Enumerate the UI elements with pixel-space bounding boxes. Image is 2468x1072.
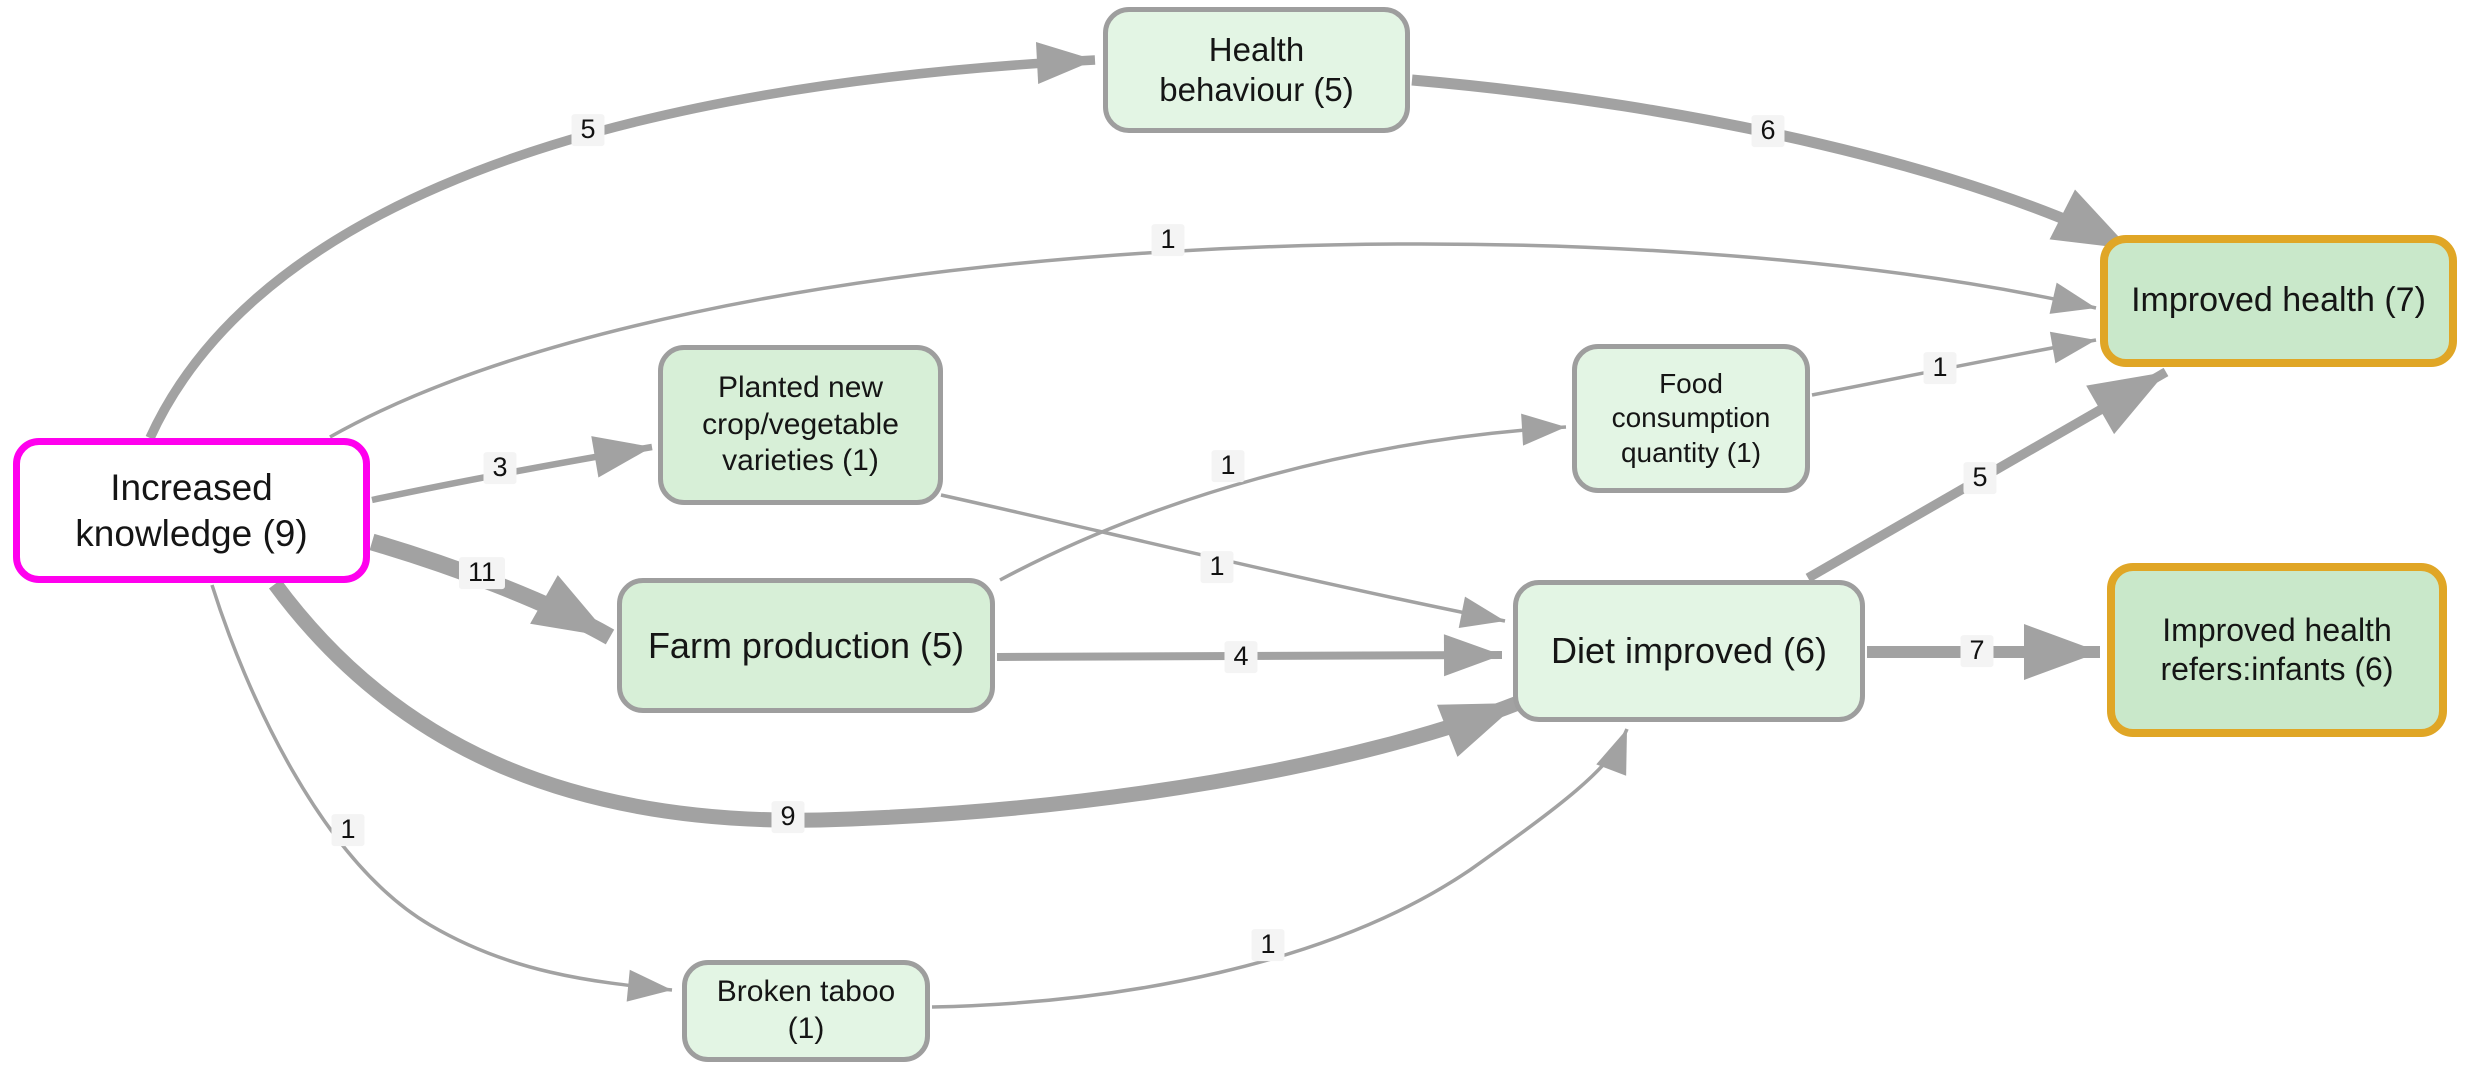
edge-weight-farm-production-diet-improved[interactable]: 4 xyxy=(1224,641,1258,673)
node-improved-health[interactable]: Improved health (7) xyxy=(2100,235,2457,367)
edge-weight-increased-knowledge-health-behaviour[interactable]: 5 xyxy=(571,114,605,146)
node-increased-knowledge[interactable]: Increased knowledge (9) xyxy=(13,438,370,583)
node-label: Planted new crop/vegetable varieties (1) xyxy=(702,371,899,478)
edge-broken-taboo-to-diet-improved[interactable] xyxy=(931,728,1629,1009)
edge-increased-knowledge-to-diet-improved[interactable] xyxy=(268,579,1521,828)
edge-weight-farm-production-food-consumption[interactable]: 1 xyxy=(1211,450,1245,482)
edge-weight-increased-knowledge-improved-health[interactable]: 1 xyxy=(1151,224,1185,256)
edge-weight-food-consumption-improved-health[interactable]: 1 xyxy=(1923,352,1957,384)
edge-weight-increased-knowledge-planted-new-crop[interactable]: 3 xyxy=(483,452,517,484)
node-label: Increased knowledge (9) xyxy=(75,467,308,554)
node-label: Food consumption quantity (1) xyxy=(1611,368,1771,468)
node-broken-taboo[interactable]: Broken taboo (1) xyxy=(682,960,930,1062)
edge-weight-broken-taboo-diet-improved[interactable]: 1 xyxy=(1251,929,1285,961)
node-improved-health-refers-infants[interactable]: Improved health refers:infants (6) xyxy=(2107,563,2447,737)
node-label: Diet improved (6) xyxy=(1550,630,1828,672)
edge-weight-planted-new-crop-diet-improved[interactable]: 1 xyxy=(1200,551,1234,583)
node-food-consumption-quantity[interactable]: Food consumption quantity (1) xyxy=(1572,344,1810,493)
node-planted-new-crop-vegetable-varieties[interactable]: Planted new crop/vegetable varieties (1) xyxy=(658,345,943,505)
edge-health-behaviour-to-improved-health[interactable] xyxy=(1411,74,2133,254)
edge-increased-knowledge-to-improved-health[interactable] xyxy=(329,242,2097,439)
node-health-behaviour[interactable]: Health behaviour (5) xyxy=(1103,7,1410,133)
node-label: Health behaviour (5) xyxy=(1159,30,1354,108)
edge-weight-diet-improved-improved-health[interactable]: 5 xyxy=(1963,462,1997,494)
node-diet-improved[interactable]: Diet improved (6) xyxy=(1513,580,1865,722)
node-farm-production[interactable]: Farm production (5) xyxy=(617,578,995,713)
edge-increased-knowledge-to-health-behaviour[interactable] xyxy=(145,42,1096,440)
edge-farm-production-to-food-consumption[interactable] xyxy=(999,413,1567,582)
node-label: Improved health refers:infants (6) xyxy=(2160,611,2394,687)
node-label: Broken taboo (1) xyxy=(716,975,896,1045)
edge-weight-increased-knowledge-broken-taboo[interactable]: 1 xyxy=(331,814,365,846)
edge-weight-increased-knowledge-diet-improved[interactable]: 9 xyxy=(771,801,805,833)
edge-weight-health-behaviour-improved-health[interactable]: 6 xyxy=(1751,115,1785,147)
node-label: Farm production (5) xyxy=(647,624,965,666)
edge-weight-diet-improved-improved-health-infants[interactable]: 7 xyxy=(1960,635,1994,667)
node-label: Improved health (7) xyxy=(2131,281,2426,320)
edge-weight-increased-knowledge-farm-production[interactable]: 11 xyxy=(458,557,506,589)
edge-increased-knowledge-to-broken-taboo[interactable] xyxy=(210,584,673,1002)
